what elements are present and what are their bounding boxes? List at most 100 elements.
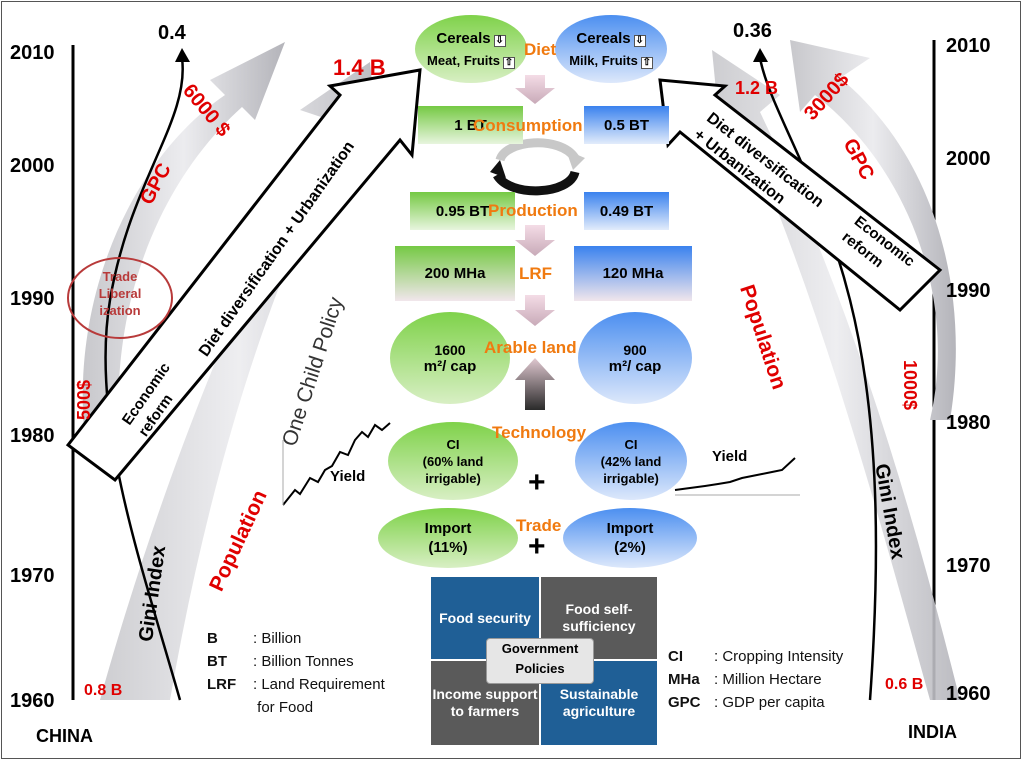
consumption-label: Consumption [473,116,583,135]
legend-row: for Food [207,699,385,722]
india-arable-ellipse: 900 m²/ cap [578,312,692,404]
china-year-1980: 1980 [10,425,55,447]
legend-value: Million Hectare [722,671,822,688]
india-year-1970: 1970 [946,555,991,577]
legend-row: BT: Billion Tonnes [207,653,385,676]
india-year-1990: 1990 [946,280,991,302]
china-year-1960: 1960 [10,690,55,712]
china-tech-l3: irrigable) [425,470,481,486]
legend-value: for Food [257,699,314,716]
legend-value: Billion Tonnes [261,653,354,670]
china-lrf-box: 200 MHa [395,246,515,301]
legend-row: CI: Cropping Intensity [668,648,843,671]
legend-row: B: Billion [207,630,385,653]
india-arable-unit: m²/ cap [608,357,662,375]
india-year-2000: 2000 [946,148,991,170]
legend-key: LRF [207,676,237,693]
cycle-arrowhead-top [566,150,585,170]
lrf-down-arrow [515,295,555,326]
india-population-start: 0.6 B [885,676,924,693]
india-tech-l3: irrigable) [603,470,659,486]
china-yield-line [282,422,391,506]
china-tech-l2: (60% land [422,453,484,469]
legend-value: GDP per capita [722,694,825,711]
india-arable-value: 900 [623,341,647,358]
china-population-end: 1.4 B [333,55,386,80]
legend-row: GPC: GDP per capita [668,694,843,717]
legend-sep: : [253,676,258,693]
india-population-end: 1.2 B [735,78,779,98]
china-reform-arrow [65,68,422,483]
country-india: INDIA [908,722,957,742]
china-tech-l1: CI [446,436,460,452]
india-lrf-box: 120 MHa [574,246,692,301]
china-year-2000: 2000 [10,155,55,177]
india-gini-curve [758,57,878,701]
legend-key: MHa [668,671,700,688]
china-arable-ellipse: 1600 m²/ cap [390,312,510,404]
arable-label: Arable land [484,338,577,357]
up-arrow-icon: ⇧ [640,56,653,69]
production-label: Production [488,201,578,220]
trade-label: Trade [516,516,562,535]
india-trade-l1: Import [606,520,654,537]
diet-down-arrow [515,75,555,104]
down-arrow-icon: ⇩ [493,34,506,47]
trade-plus: + [528,530,546,563]
legend-sep: : [714,648,719,665]
china-trade-lib-label: Trade Liberal ization [98,269,142,318]
india-year-1960: 1960 [946,683,991,705]
up-arrow-icon: ⇧ [502,56,515,69]
cycle-arrow-top [495,138,579,162]
cycle-arrowhead-bottom [490,160,506,178]
technology-plus: + [528,466,546,499]
legend-value: Land Requirement [261,676,385,693]
china-trade-ellipse: Import (11%) [378,508,518,568]
india-tech-l2: (42% land [600,453,662,469]
china-year-1990: 1990 [10,288,55,310]
india-trade-ellipse: Import (2%) [563,508,697,568]
china-gini-arrowhead [175,48,190,62]
india-gini-end: 0.36 [733,20,772,42]
china-diet-bottom: Meat, Fruits [427,52,500,68]
policies-center-l2: Policies [515,661,565,676]
legend-left: B: Billion BT: Billion Tonnes LRF: Land … [207,630,385,722]
india-production-box: 0.49 BT [584,192,669,230]
china-gini-curve [104,57,184,701]
production-down-arrow [515,225,555,256]
legend-sep: : [714,694,719,711]
legend-row: MHa: Million Hectare [668,671,843,694]
india-diet-top: Cereals [576,29,631,47]
legend-value: Billion [261,630,302,647]
china-production-box: 0.95 BT [410,192,515,230]
china-trade-l1: Import [424,520,472,537]
india-year-1980: 1980 [946,412,991,434]
india-population-arrow [712,50,960,700]
india-yield-line [674,457,796,491]
china-population-arrow [100,62,378,700]
china-year-1970: 1970 [10,565,55,587]
policies-center-label: Government Policies [486,638,594,684]
legend-sep: : [253,653,258,670]
china-arable-unit: m²/ cap [423,357,477,375]
china-gini-end: 0.4 [158,22,186,44]
china-gpc-start: 500$ [74,379,94,420]
india-diet-ellipse: Cereals⇩ Milk, Fruits⇧ [555,15,667,83]
legend-key: CI [668,648,683,665]
legend-value: Cropping Intensity [722,648,844,665]
legend-sep: : [714,671,719,688]
legend-right: CI: Cropping Intensity MHa: Million Hect… [668,648,843,717]
down-arrow-icon: ⇩ [633,34,646,47]
diet-label: Diet [524,40,557,59]
india-year-2010: 2010 [946,35,991,57]
legend-key: BT [207,653,227,670]
china-consumption-box: 1 BT [418,106,523,144]
india-gpc-start: 1000$ [900,360,920,411]
legend-row: LRF: Land Requirement [207,676,385,699]
policies-block: Food security Food self- sufficiency Inc… [430,576,658,746]
china-arable-value: 1600 [434,341,466,358]
india-yield-label: Yield [712,448,748,465]
lrf-label: LRF [519,264,553,283]
